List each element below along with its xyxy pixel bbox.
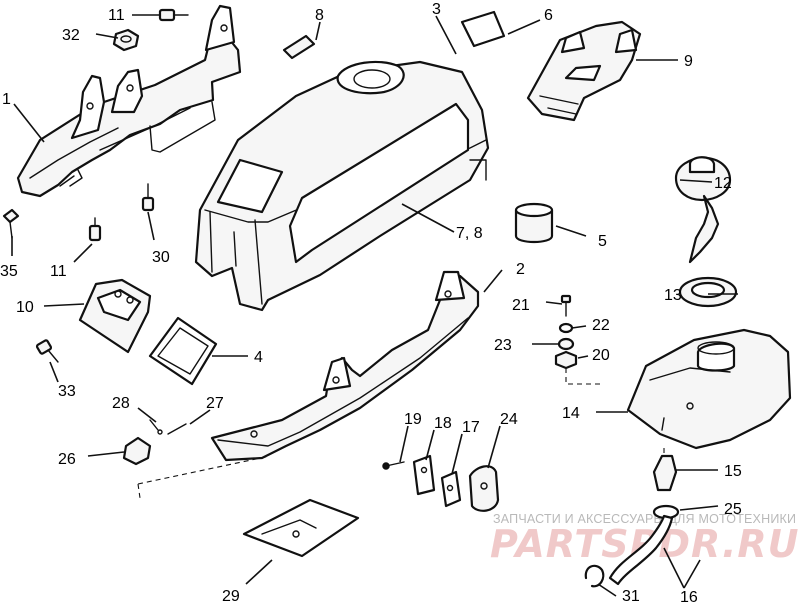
part-32-nut — [112, 28, 140, 52]
part-22-washer — [558, 322, 574, 334]
part-number-label: 26 — [58, 451, 76, 468]
part-13-gasket — [678, 276, 738, 308]
part-number-label: 10 — [16, 299, 34, 316]
part-number-label: 19 — [404, 411, 422, 428]
part-33-screw — [35, 339, 59, 363]
part-labels: 11 32 8 3 6 9 1 12 35 11 30 7, 8 5 2 13 … — [0, 1, 742, 605]
part-number-label: 12 — [714, 175, 732, 192]
part-28-pin — [149, 419, 163, 435]
part-number-label: 5 — [598, 233, 607, 250]
part-15-fuel-connector — [652, 448, 678, 492]
part-number-label: 1 — [2, 91, 11, 108]
part-5-cylinder — [514, 202, 554, 244]
part-number-label: 15 — [724, 463, 742, 480]
part-20-nut — [554, 350, 600, 385]
watermark-caption: ЗАПЧАСТИ И АКСЕССУАРЫ ДЛЯ МОТОТЕХНИКИ — [493, 512, 796, 526]
part-number-label: 21 — [512, 297, 530, 314]
part-number-label: 35 — [0, 263, 18, 280]
part-number-label: 32 — [62, 27, 80, 44]
part-number-label: 20 — [592, 347, 610, 364]
part-number-label: 13 — [664, 287, 682, 304]
part-number-label: 29 — [222, 588, 240, 605]
part-number-label: 14 — [562, 405, 580, 422]
part-number-label: 30 — [152, 249, 170, 266]
part-number-label: 9 — [684, 53, 693, 70]
part-7-8-motor-cover — [194, 60, 490, 312]
part-8-pin — [282, 34, 316, 60]
part-1-lower-bracket — [16, 4, 242, 198]
part-19-screw — [382, 461, 405, 470]
part-23-grommet — [557, 337, 575, 351]
part-number-label: 23 — [494, 337, 512, 354]
part-30-screw — [141, 183, 155, 212]
part-24-cover — [468, 465, 500, 512]
part-number-label: 4 — [254, 349, 263, 366]
part-number-label: 28 — [112, 395, 130, 412]
part-35-screw — [2, 208, 20, 239]
part-number-label: 16 — [680, 589, 698, 605]
part-number-label: 3 — [432, 1, 441, 18]
part-6-plate — [460, 10, 506, 48]
part-29-decal — [242, 498, 360, 558]
part-18-latch — [412, 454, 436, 496]
part-number-label: 22 — [592, 317, 610, 334]
part-number-label: 31 — [622, 588, 640, 605]
part-16-fuel-hose — [608, 514, 674, 586]
part-12-fuel-cap — [674, 156, 732, 264]
part-21-screw — [560, 294, 572, 317]
part-number-label: 24 — [500, 411, 518, 428]
part-number-label: 6 — [544, 7, 553, 24]
part-number-label: 18 — [434, 415, 452, 432]
part-11-screw-left — [88, 217, 102, 242]
part-number-label: 11 — [50, 263, 67, 280]
part-17-latch — [440, 470, 462, 508]
part-2-lower-pan — [210, 270, 480, 462]
part-number-label: 2 — [516, 261, 525, 278]
part-number-label: 17 — [462, 419, 480, 436]
part-26-hook — [122, 436, 271, 499]
part-number-label: 33 — [58, 383, 76, 400]
part-14-fuel-tank — [626, 328, 792, 450]
part-10-bracket — [78, 278, 152, 354]
leader-lines — [11, 14, 738, 597]
part-number-label: 27 — [206, 395, 224, 412]
part-number-label: 11 — [108, 7, 125, 24]
part-number-label: 7, 8 — [456, 225, 483, 242]
part-4-gasket-frame — [148, 316, 218, 386]
part-number-label: 8 — [315, 7, 324, 24]
part-27-pin — [167, 423, 187, 435]
part-9-bracket — [526, 20, 642, 122]
part-number-label: 25 — [724, 501, 742, 518]
part-11-screw-top — [158, 8, 189, 22]
part-31-hose-clamp — [584, 564, 605, 588]
